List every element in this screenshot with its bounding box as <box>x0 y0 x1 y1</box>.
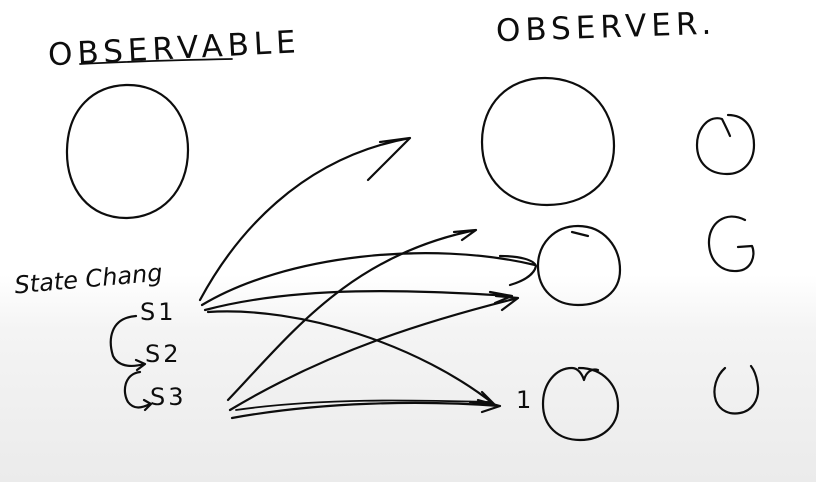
small-circle-top <box>695 113 756 176</box>
observable-subject-circle <box>65 83 190 220</box>
arrow-s1-to-observer-bottom <box>206 310 497 407</box>
state-s3-label: S3 <box>150 383 187 411</box>
observer-circle-middle <box>536 224 622 307</box>
state-s2-label: S2 <box>145 340 182 368</box>
arrow-s3-to-observer-bottom <box>230 398 502 420</box>
state-s1-label: S1 <box>140 298 177 326</box>
arrow-s3-to-observer-bottom-alt <box>235 399 491 411</box>
small-circle-bottom <box>713 364 760 415</box>
bracket-arrow-s1-s2 <box>109 314 147 372</box>
arrow-s3-to-observer-middle <box>228 294 520 412</box>
observable-title-underline <box>79 58 233 65</box>
arrow-s1-to-observer-middle <box>200 252 538 307</box>
arrow-s1-to-observer-middle-low <box>203 290 514 312</box>
bracket-arrow-s2-s3 <box>123 370 153 412</box>
state-change-label: State Chang <box>13 259 163 300</box>
observer-circle-large <box>480 76 616 207</box>
observable-title: OBSERVABLE <box>47 24 301 73</box>
arrow-s1-to-observer-large <box>198 136 412 302</box>
arrow-s3-to-observer-large <box>226 228 478 402</box>
bottom-observer-tick: 1 <box>516 386 534 414</box>
observer-title: OBSERVER. <box>495 6 716 50</box>
observer-circle-bottom <box>541 366 620 442</box>
small-circle-middle <box>707 215 755 273</box>
